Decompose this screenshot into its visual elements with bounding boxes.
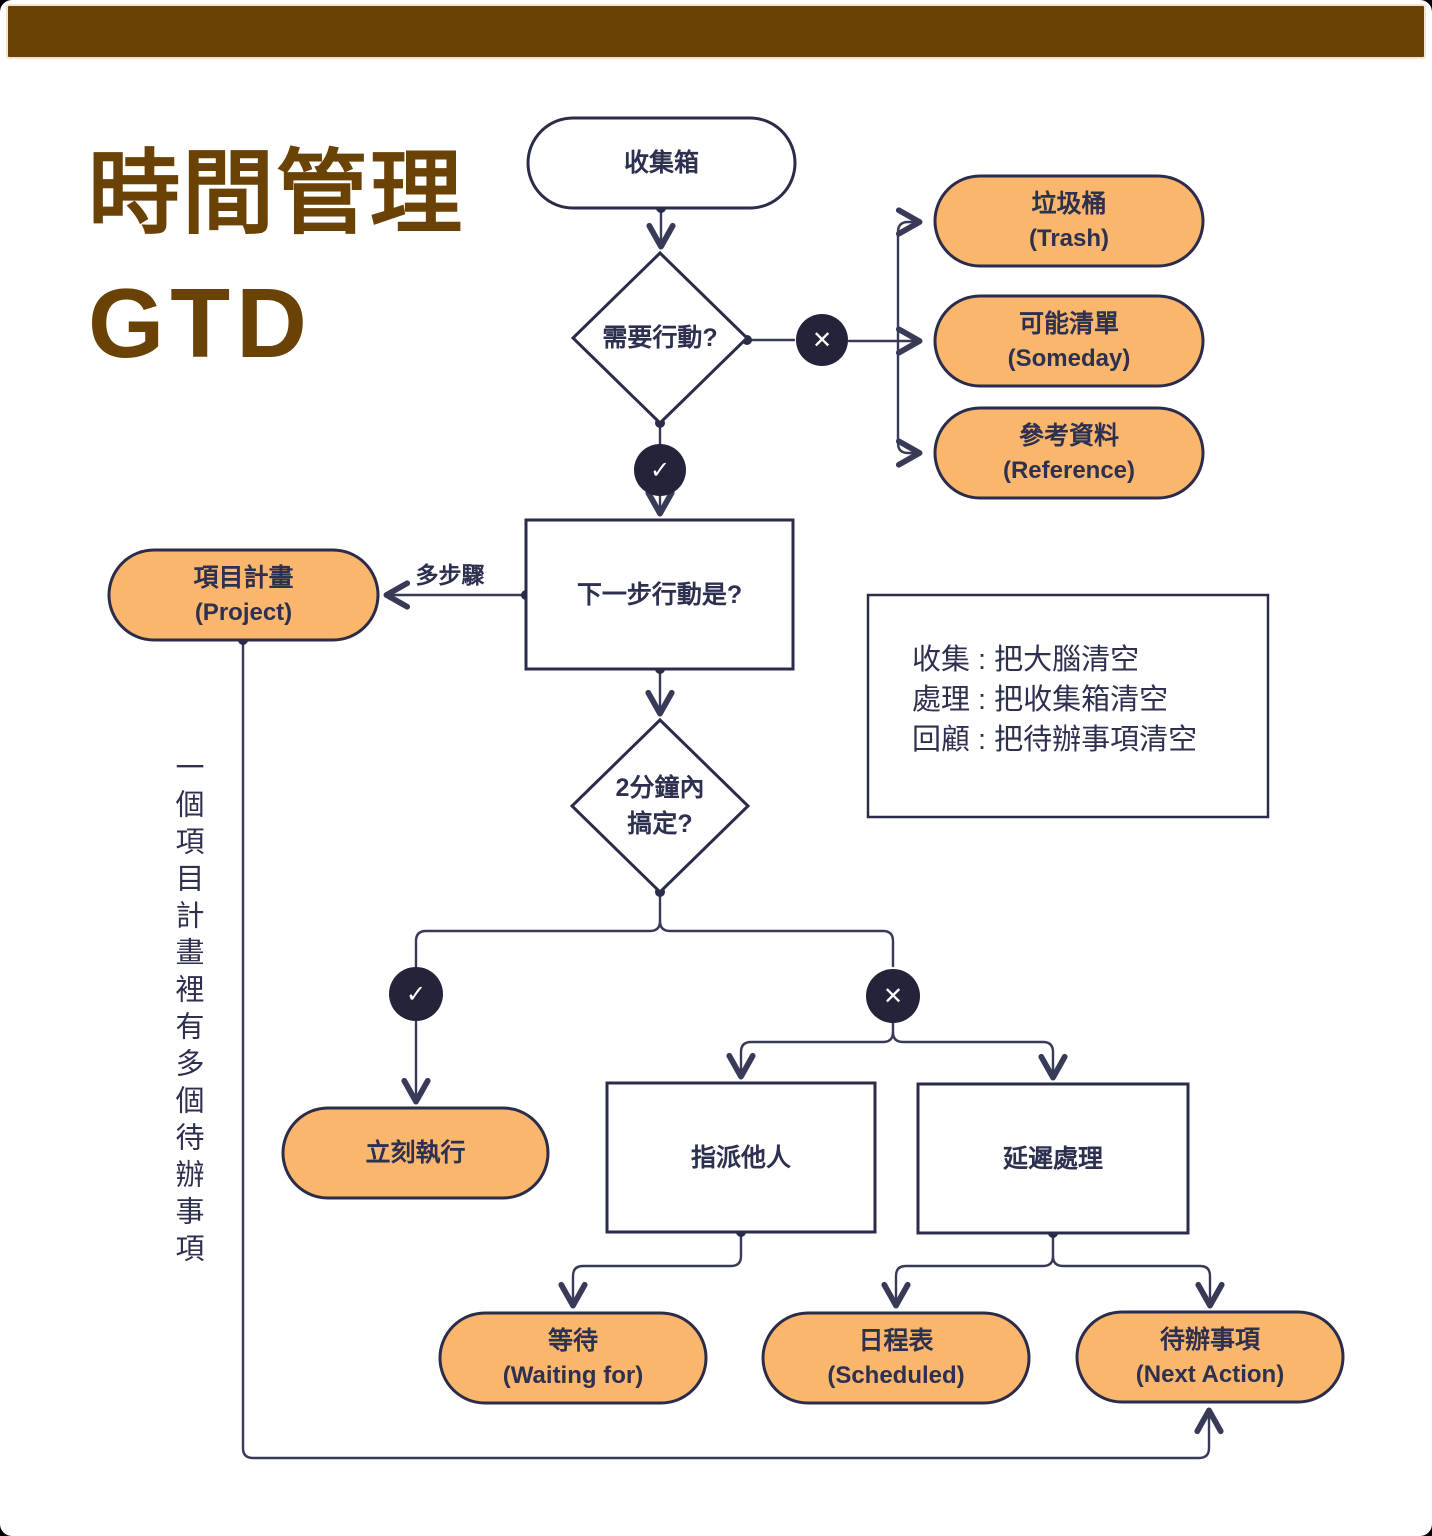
no-mark-icon: ✕ — [811, 326, 833, 354]
no-circle-bottom — [866, 969, 920, 1023]
scheduled-shape — [761, 1311, 1031, 1405]
next-step-label: 下一步行動是? — [576, 580, 743, 609]
inbox-label: 收集箱 — [623, 149, 699, 177]
notes-box: 收集 : 把大腦清空 處理 : 把收集箱清空 回顧 : 把待辦事項清空 — [912, 640, 1197, 760]
notes-line-process: 處理 : 把收集箱清空 — [912, 684, 1169, 716]
node-reference: 參考資料 (Reference) — [935, 408, 1203, 498]
check-mark-icon: ✓ — [405, 980, 427, 1008]
node-delegate: 指派他人 — [607, 1083, 875, 1232]
yes-circle-top — [634, 444, 686, 496]
yes-circle-bottom — [389, 967, 443, 1021]
waiting-sublabel: (Waiting for) — [502, 1362, 644, 1389]
edge-no-to-reference — [895, 339, 923, 468]
next-action-shape — [1075, 1310, 1345, 1404]
no-mark-icon: ✕ — [882, 982, 904, 1010]
node-shapes — [107, 116, 1345, 1405]
project-shape — [107, 548, 380, 642]
inbox-shape — [526, 116, 797, 210]
next-action-sublabel: (Next Action) — [1135, 1361, 1285, 1388]
trash-label: 垃圾桶 — [1031, 190, 1107, 218]
reference-sublabel: (Reference) — [1002, 457, 1136, 484]
page-title: 時間管理 GTD — [88, 148, 464, 372]
node-next-step: 下一步行動是? — [526, 520, 793, 669]
edge-delegate-to-waiting — [558, 1230, 743, 1309]
edge-no-to-delegate — [726, 1021, 895, 1080]
edge-no-to-defer — [891, 1030, 1068, 1081]
project-label: 項目計畫 — [193, 564, 294, 592]
node-someday: 可能清單 (Someday) — [935, 296, 1203, 386]
two-min-diamond — [569, 717, 751, 895]
edge-twomin-yes-to-donow — [401, 890, 662, 1105]
edge-defer-to-nextaction — [1051, 1254, 1225, 1309]
no-circle-top — [796, 314, 848, 366]
next-action-label: 待辦事項 — [1159, 1326, 1260, 1354]
need-action-diamond — [570, 250, 750, 426]
header-bar — [6, 4, 1426, 59]
node-two-min: 2分鐘內 搞定? — [572, 720, 748, 892]
someday-label: 可能清單 — [1018, 310, 1119, 338]
node-need-action: 需要行動? — [573, 253, 747, 423]
defer-shape — [916, 1082, 1190, 1235]
edge-no-to-trash — [895, 207, 923, 343]
notes-line-review: 回顧 : 把待辦事項清空 — [912, 724, 1198, 756]
project-sublabel: (Project) — [194, 599, 293, 626]
node-do-now: 立刻執行 — [283, 1108, 548, 1198]
notes-box-shape — [866, 593, 1270, 819]
node-next-action: 待辦事項 (Next Action) — [1077, 1312, 1343, 1402]
edge-twomin-to-no — [658, 919, 895, 968]
do-now-label: 立刻執行 — [365, 1139, 466, 1167]
badge-circles — [389, 314, 920, 1023]
node-waiting: 等待 (Waiting for) — [440, 1313, 706, 1403]
connector-edges — [241, 206, 1225, 1460]
project-side-note: 一個項目計畫裡有多個待辦事項 — [171, 752, 203, 1270]
waiting-label: 等待 — [547, 1327, 598, 1355]
someday-sublabel: (Someday) — [1007, 345, 1131, 372]
reference-shape — [933, 406, 1205, 500]
page-title-line2: GTD — [88, 268, 313, 378]
node-trash: 垃圾桶 (Trash) — [935, 176, 1203, 266]
edge-defer-to-scheduled — [881, 1231, 1055, 1309]
need-action-label: 需要行動? — [602, 324, 718, 352]
node-project: 項目計畫 (Project) — [109, 550, 378, 640]
node-defer: 延遲處理 — [918, 1084, 1188, 1233]
edge-project-to-nextaction — [241, 638, 1224, 1460]
node-inbox: 收集箱 — [528, 118, 795, 208]
trash-shape — [933, 174, 1205, 268]
scheduled-label: 日程表 — [858, 1327, 934, 1355]
next-step-shape — [524, 518, 795, 671]
delegate-label: 指派他人 — [690, 1143, 791, 1172]
scheduled-sublabel: (Scheduled) — [827, 1362, 965, 1389]
do-now-shape — [281, 1106, 550, 1200]
trash-sublabel: (Trash) — [1028, 225, 1109, 252]
two-min-label: 2分鐘內 — [615, 774, 705, 802]
check-mark-icon: ✓ — [649, 456, 671, 484]
notes-line-collect: 收集 : 把大腦清空 — [912, 644, 1140, 676]
two-min-sublabel: 搞定? — [627, 810, 693, 838]
page-title-line1: 時間管理 — [88, 143, 465, 245]
node-scheduled: 日程表 (Scheduled) — [763, 1313, 1029, 1403]
edge-label-multi-step: 多步驟 — [415, 562, 485, 588]
delegate-shape — [605, 1081, 877, 1234]
defer-label: 延遲處理 — [1002, 1144, 1103, 1173]
waiting-shape — [438, 1311, 708, 1405]
someday-shape — [933, 294, 1205, 388]
reference-label: 參考資料 — [1018, 422, 1119, 450]
